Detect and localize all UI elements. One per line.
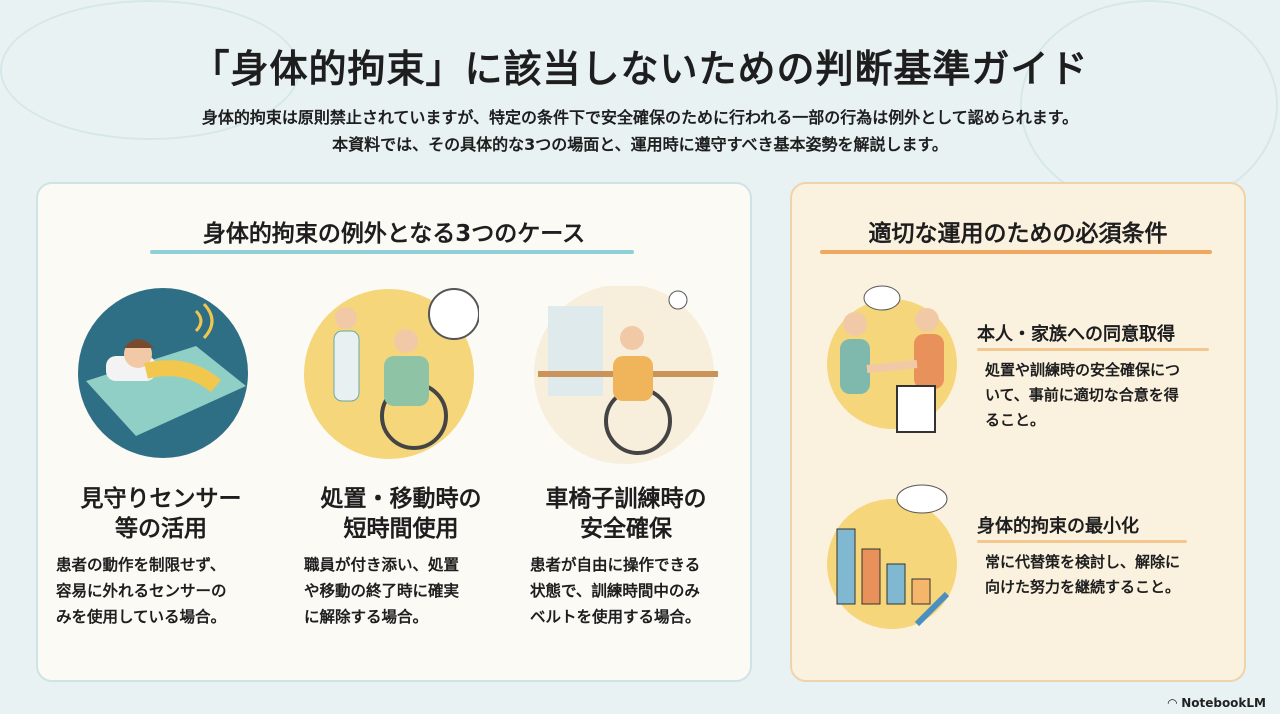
watermark-text: NotebookLM: [1181, 696, 1266, 710]
case-title-line: 車椅子訓練時の: [545, 486, 707, 512]
case-description: 患者の動作を制限せず、 容易に外れるセンサーの みを使用している場合。: [56, 556, 227, 626]
case-title-line: 処置・移動時の: [320, 486, 482, 512]
notebooklm-logo-icon: ◠: [1167, 696, 1182, 710]
case-title-line: 短時間使用: [343, 516, 459, 542]
handshake-consent-icon: [827, 285, 957, 433]
condition-title: 本人・家族への同意取得: [977, 324, 1175, 345]
conditions-panel: 適切な運用のための必須条件 本人・家族への同意取得 処置や訓練時の安全確保につ …: [790, 182, 1246, 682]
subtitle-line: 身体的拘束は原則禁止されていますが、特定の条件下で安全確保のために行われる一部の…: [201, 108, 1079, 127]
heading-underline: [820, 250, 1212, 254]
case-description: 患者が自由に操作できる 状態で、訓練時間中のみ ベルトを使用する場合。: [530, 556, 701, 626]
condition-underline: [977, 348, 1209, 351]
condition-underline: [977, 540, 1187, 543]
case-description: 職員が付き添い、処置 や移動の終了時に確実 に解除する場合。: [304, 556, 460, 626]
page-title: 「身体的拘束」に該当しないための判断基準ガイド: [191, 47, 1089, 91]
subtitle-line: 本資料では、その具体的な3つの場面と、運用時に遵守すべき基本姿勢を解説します。: [332, 135, 948, 154]
panel-heading: 身体的拘束の例外となる3つのケース: [202, 221, 586, 247]
case-title: 車椅子訓練時の安全確保: [511, 484, 741, 544]
notebooklm-watermark: ◠ NotebookLM: [1168, 696, 1266, 710]
wheelchair-staff-icon: [304, 288, 479, 459]
case-title: 見守りセンサー等の活用: [46, 484, 276, 544]
heading-underline: [150, 250, 634, 254]
case-title-line: 等の活用: [115, 516, 207, 542]
exceptions-panel: 身体的拘束の例外となる3つのケース 見守りセンサー等の活用 処置・移動時の短時間…: [36, 182, 752, 682]
case-title-line: 見守りセンサー: [80, 486, 242, 512]
condition-description: 処置や訓練時の安全確保につ いて、事前に適切な合意を得 ること。: [985, 361, 1181, 429]
sensor-bed-icon: [78, 288, 248, 458]
panel-heading: 適切な運用のための必須条件: [868, 221, 1168, 247]
background-decoration: [0, 0, 300, 140]
case-title-line: 安全確保: [580, 516, 672, 542]
condition-description: 常に代替策を検討し、解除に 向けた努力を継続すること。: [985, 553, 1181, 596]
condition-title: 身体的拘束の最小化: [977, 516, 1139, 537]
case-title: 処置・移動時の短時間使用: [286, 484, 516, 544]
wheelchair-training-icon: [534, 286, 718, 464]
decreasing-chart-icon: [827, 484, 957, 629]
